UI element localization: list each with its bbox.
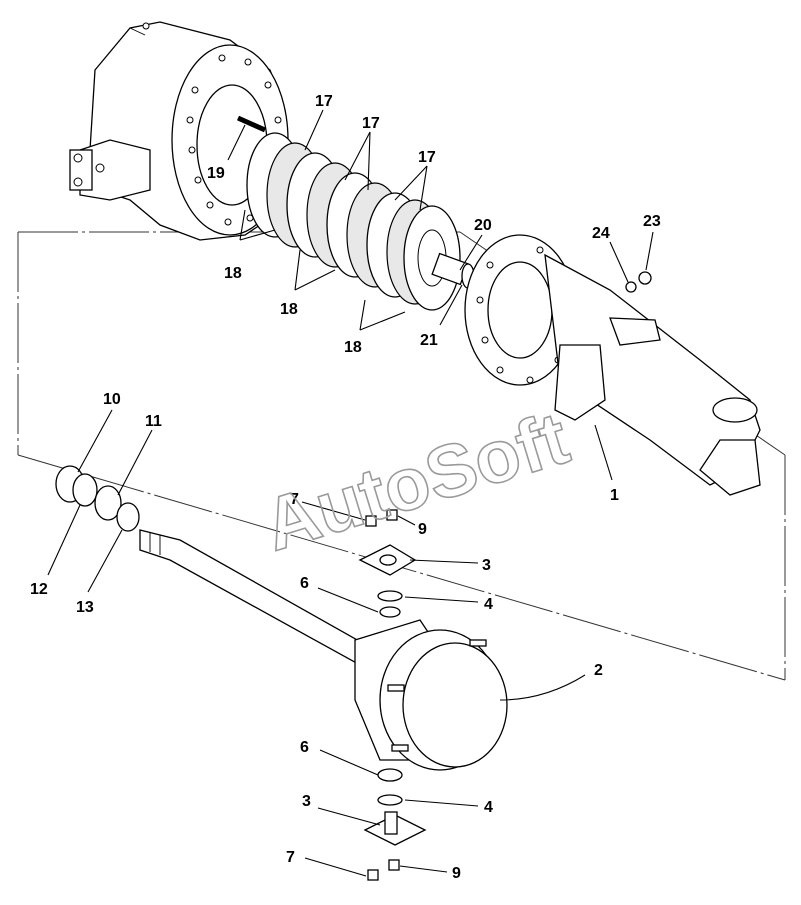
king-pin-bottom — [363, 768, 427, 881]
callout-10: 10 — [103, 391, 121, 408]
king-pin-top — [358, 509, 417, 618]
watermark: AutoSoft — [255, 396, 578, 567]
callout-9-a: 9 — [418, 521, 427, 538]
drive-shaft — [139, 529, 377, 666]
callout-18-b: 18 — [280, 301, 298, 318]
callout-6-a: 6 — [300, 575, 309, 592]
callout-24: 24 — [592, 225, 610, 242]
wheel-hub — [354, 619, 508, 771]
callout-3-a: 3 — [482, 557, 491, 574]
callout-9-b: 9 — [452, 865, 461, 882]
callouts: 17 17 17 19 18 18 18 20 21 24 23 1 10 11… — [30, 93, 661, 882]
callout-21: 21 — [420, 332, 438, 349]
callout-17-c: 17 — [418, 149, 436, 166]
callout-12: 12 — [30, 581, 48, 598]
bolt-23-washer-24 — [625, 271, 652, 293]
callout-7-b: 7 — [286, 849, 295, 866]
callout-23: 23 — [643, 213, 661, 230]
callout-4-b: 4 — [484, 799, 493, 816]
axle-housing — [464, 234, 761, 496]
callout-18-a: 18 — [224, 265, 242, 282]
callout-13: 13 — [76, 599, 94, 616]
callout-17-a: 17 — [315, 93, 333, 110]
bearing-set — [55, 465, 140, 532]
callout-11: 11 — [145, 413, 162, 430]
callout-18-c: 18 — [344, 339, 362, 356]
callout-19: 19 — [207, 165, 225, 182]
callout-17-b: 17 — [362, 115, 380, 132]
leader-lines — [47, 109, 654, 877]
callout-6-b: 6 — [300, 739, 309, 756]
callout-1: 1 — [610, 487, 619, 504]
pin-19 — [236, 115, 267, 133]
callout-20: 20 — [474, 217, 492, 234]
callout-7-a: 7 — [290, 491, 299, 508]
callout-3-b: 3 — [302, 793, 311, 810]
friction-disc-stack — [246, 132, 461, 311]
callout-2: 2 — [594, 662, 603, 679]
callout-4-a: 4 — [484, 596, 493, 613]
